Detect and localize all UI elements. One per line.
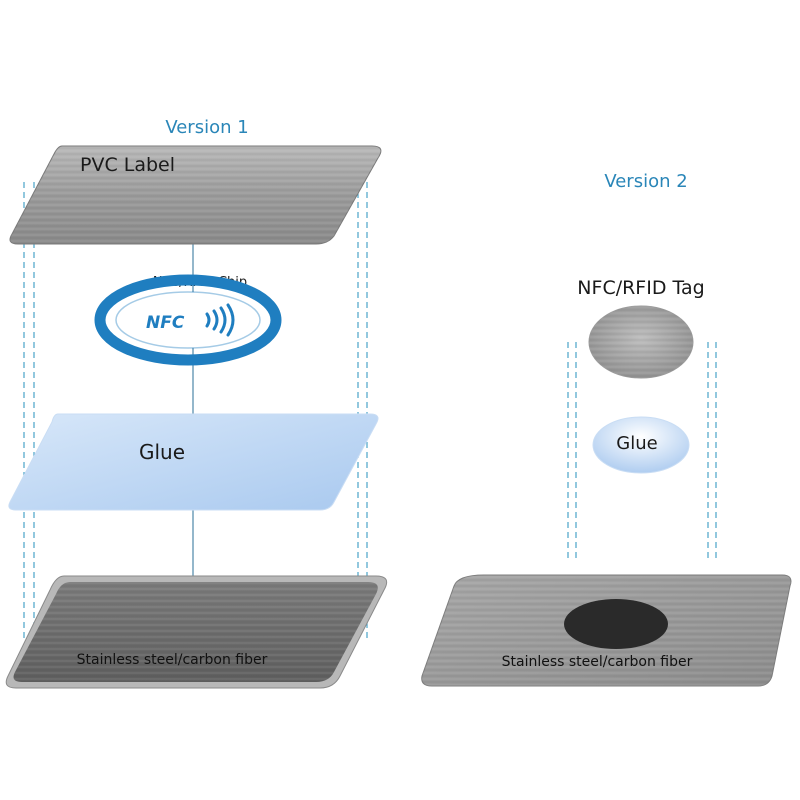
base-label-v1: Stainless steel/carbon fiber	[77, 652, 268, 668]
nfc-wave-icon	[205, 303, 235, 337]
version-2-title: Version 2	[604, 171, 687, 192]
glue-label-v1: Glue	[139, 440, 185, 464]
guide-lines-left	[23, 182, 35, 640]
base-layer-v1-texture	[13, 582, 378, 682]
guide-lines-right	[357, 182, 368, 640]
guide-lines-v2	[567, 342, 717, 560]
version-1-title: Version 1	[165, 117, 248, 138]
base-label-v2: Stainless steel/carbon fiber	[502, 654, 693, 670]
pvc-label-texture	[10, 146, 381, 244]
nfc-logo-text: NFC	[146, 313, 185, 333]
nfc-tag-texture	[589, 306, 693, 378]
pvc-label-text: PVC Label	[80, 154, 175, 176]
glue-label-v2: Glue	[616, 433, 657, 454]
glue-disc-v2	[592, 416, 690, 474]
nfc-chip: NFC	[94, 274, 282, 366]
tag-recess	[564, 599, 668, 649]
nfc-tag-label: NFC/RFID Tag	[577, 277, 704, 299]
version-1-group: Version 1 PVC Label NFC/RFID Chip NFC Gl…	[5, 117, 388, 689]
glue-layer	[8, 413, 379, 511]
version-2-group: Version 2 NFC/RFID Tag Glue Stainless st…	[421, 171, 792, 687]
